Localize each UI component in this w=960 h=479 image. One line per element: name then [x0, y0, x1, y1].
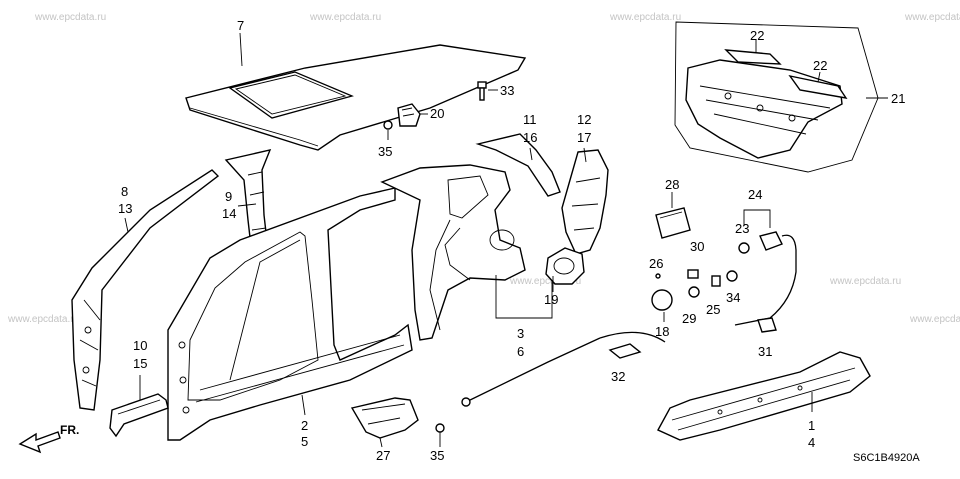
callout-9: 9 — [225, 189, 232, 204]
front-direction-arrow: FR. — [18, 423, 79, 454]
release-cable — [461, 331, 666, 407]
leader-line — [529, 147, 533, 161]
cable-clip — [757, 317, 777, 333]
callout-35: 35 — [378, 144, 392, 159]
callout-25: 25 — [706, 302, 720, 317]
roof-panel — [185, 44, 527, 151]
watermark-text: www.epcdata.ru — [829, 276, 901, 287]
callout-1: 1 — [808, 418, 815, 433]
leader-line — [817, 71, 821, 83]
leader-line — [237, 203, 257, 207]
leader-line — [495, 275, 553, 319]
callout-19: 19 — [544, 292, 558, 307]
rear-roof-rail — [475, 133, 561, 197]
lower-bracket — [350, 397, 445, 439]
leader-line — [301, 394, 306, 416]
callout-26: 26 — [649, 256, 663, 271]
callout-3: 3 — [517, 326, 524, 341]
callout-35: 35 — [430, 448, 444, 463]
callout-30: 30 — [690, 239, 704, 254]
callout-7: 7 — [237, 18, 244, 33]
body-side-outer-panel — [167, 187, 413, 441]
callout-22: 22 — [750, 28, 764, 43]
side-sill — [657, 351, 871, 441]
a-pillar-outer — [71, 169, 220, 411]
watermark-text: www.epcdata.ru — [309, 12, 381, 23]
fuel-filler-housing — [545, 247, 585, 285]
bolt — [477, 81, 487, 101]
watermark-text: www.epcdata.ru — [34, 12, 106, 23]
callout-15: 15 — [133, 356, 147, 371]
leader-line — [239, 32, 243, 67]
front-rocker-extension — [109, 393, 169, 438]
callout-23: 23 — [735, 221, 749, 236]
fuel-lid-opener-cable — [734, 231, 797, 326]
fuel-filler-cap — [651, 289, 673, 311]
fuel-lid — [655, 207, 691, 239]
callout-34: 34 — [726, 290, 740, 305]
callout-31: 31 — [758, 344, 772, 359]
rear-inner-panel — [561, 149, 609, 255]
callout-16: 16 — [523, 130, 537, 145]
rear-quarter-panel — [380, 164, 526, 341]
callout-13: 13 — [118, 201, 132, 216]
reinforcement-bracket — [724, 49, 848, 99]
rear-panel-group — [674, 21, 879, 173]
watermark-text: www.epcdata.ru — [7, 314, 79, 325]
fasteners — [655, 269, 738, 298]
callout-11: 11 — [523, 112, 537, 127]
callout-4: 4 — [808, 435, 815, 450]
callout-6: 6 — [517, 344, 524, 359]
leader-line — [124, 217, 129, 233]
small-pad — [608, 343, 642, 359]
callout-2: 2 — [301, 418, 308, 433]
watermark-text: www.epcdata.ru — [904, 12, 960, 23]
roof-bracket — [383, 103, 421, 130]
callout-17: 17 — [577, 130, 591, 145]
leader-line — [379, 437, 383, 448]
callout-14: 14 — [222, 206, 236, 221]
callout-22: 22 — [813, 58, 827, 73]
callout-10: 10 — [133, 338, 147, 353]
callout-28: 28 — [665, 177, 679, 192]
callout-29: 29 — [682, 311, 696, 326]
leader-line — [743, 209, 771, 228]
callout-24: 24 — [748, 187, 762, 202]
callout-33: 33 — [500, 83, 514, 98]
diagram-code: S6C1B4920A — [853, 452, 920, 464]
callout-12: 12 — [577, 112, 591, 127]
callout-8: 8 — [121, 184, 128, 199]
callout-27: 27 — [376, 448, 390, 463]
callout-32: 32 — [611, 369, 625, 384]
callout-20: 20 — [430, 106, 444, 121]
watermark-text: www.epcdata.ru — [509, 276, 581, 287]
callout-18: 18 — [655, 324, 669, 339]
watermark-text: www.epcdata.ru — [609, 12, 681, 23]
callout-21: 21 — [891, 91, 905, 106]
callouts: 7 20 35 33 11 16 12 17 8 13 9 14 10 15 2… — [118, 18, 905, 463]
front-label: FR. — [60, 423, 79, 437]
watermark-text: www.epcdata.ru — [909, 314, 960, 325]
leader-line — [583, 147, 587, 163]
callout-5: 5 — [301, 434, 308, 449]
